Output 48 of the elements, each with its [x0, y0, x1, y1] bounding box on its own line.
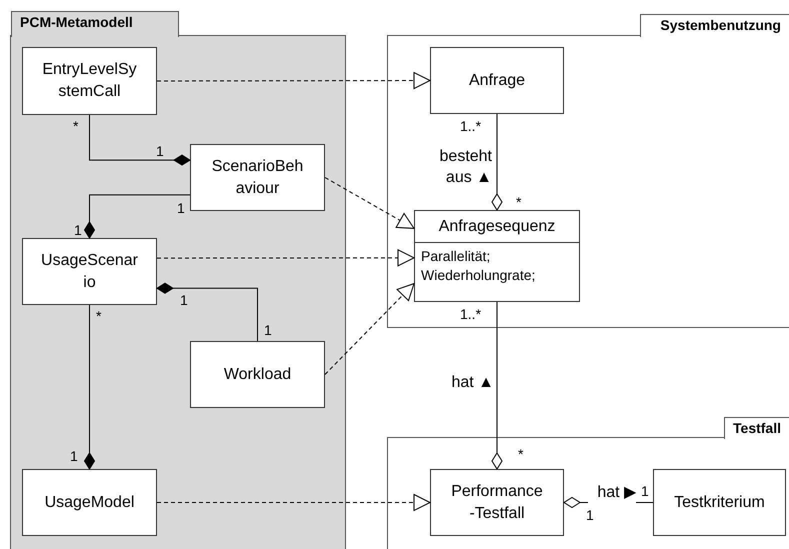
class-name: UsageScenar io [40, 250, 139, 292]
class-name: ScenarioBeh aviour [210, 156, 304, 198]
realization-arrow [156, 494, 430, 511]
multiplicity-label: * [96, 308, 102, 324]
composition-line [156, 282, 258, 342]
realization-arrow [324, 283, 414, 375]
realization-arrow [324, 177, 414, 229]
class-name: Performance -Testfall [450, 482, 544, 524]
class-box [430, 47, 564, 114]
class-attributes: Parallelität; Wiederholungrate; [415, 242, 579, 289]
class-name: Anfrage [468, 70, 526, 90]
multiplicity-label: 1..* [460, 118, 482, 134]
multiplicity-label: 1 [70, 448, 78, 464]
multiplicity-label: 1 [177, 200, 185, 216]
edge-label: hat ▶ [588, 482, 636, 503]
class-name: Testkriterium [674, 492, 765, 512]
class-name: Anfragesequenz [438, 217, 556, 237]
composition-line [84, 194, 190, 238]
multiplicity-label: 1 [156, 143, 164, 159]
class-box [22, 469, 157, 536]
package-name-tab: PCM-Metamodell [11, 11, 179, 37]
class-box [190, 341, 325, 408]
composition-line [89, 114, 190, 166]
class-name: Workload [224, 364, 292, 384]
multiplicity-label: * [518, 446, 524, 462]
class-box [414, 210, 580, 302]
multiplicity-label: 1 [74, 222, 82, 238]
class-box [22, 47, 157, 115]
package-name-tab: Systembenutzung [640, 14, 789, 37]
multiplicity-label: 1 [641, 483, 649, 499]
multiplicity-label: 1..* [460, 306, 482, 322]
package-name-tab: Testfall [724, 417, 789, 439]
aggregation-line [492, 114, 502, 210]
class-name: UsageModel [44, 492, 134, 512]
class-box [653, 469, 786, 536]
class-box [430, 469, 564, 536]
realization-arrow [156, 72, 430, 90]
multiplicity-label: 1 [264, 322, 272, 338]
aggregation-line [492, 302, 502, 470]
multiplicity-label: * [73, 118, 78, 134]
multiplicity-label: 1 [586, 507, 594, 523]
realization-arrow [156, 249, 414, 266]
multiplicity-label: 1 [180, 292, 188, 308]
class-name: EntryLevelSy stemCall [41, 60, 138, 102]
composition-line [84, 304, 95, 470]
class-box [190, 144, 325, 211]
multiplicity-label: * [516, 194, 522, 210]
class-box [22, 238, 157, 305]
